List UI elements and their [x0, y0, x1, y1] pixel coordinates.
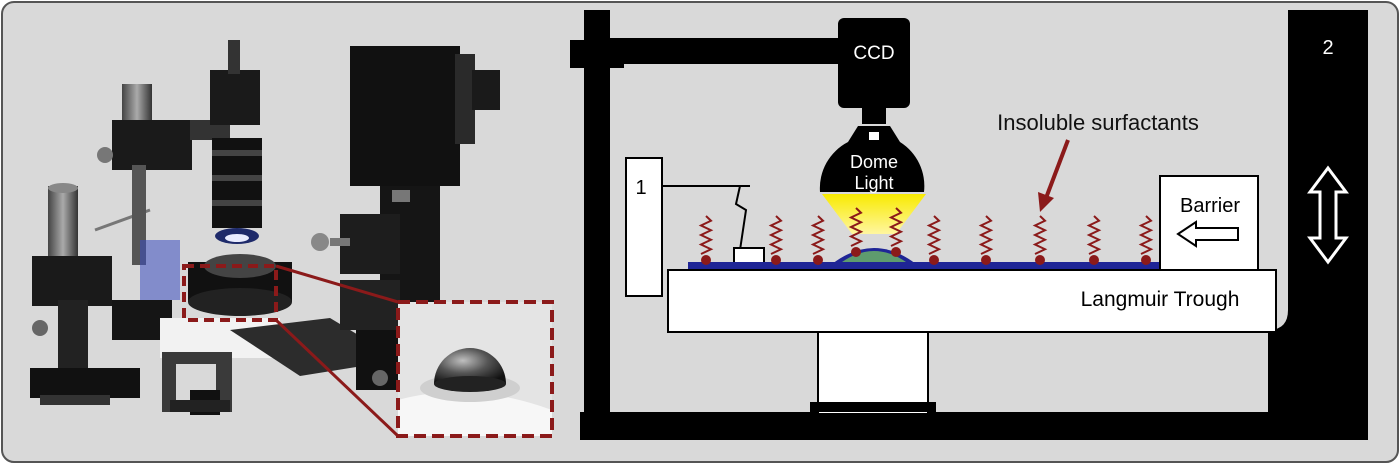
surfactant-head	[1035, 255, 1045, 265]
surfactants-arrowhead	[1038, 192, 1054, 212]
photo-highlight-box	[182, 264, 278, 322]
photo-center-stand	[97, 40, 262, 265]
surfactant-head	[1089, 255, 1099, 265]
light-cone	[822, 194, 926, 234]
dome-light	[819, 126, 925, 192]
left-arrow-icon	[1176, 220, 1239, 248]
surfactant-tail	[926, 215, 942, 255]
photo-stage	[112, 254, 292, 415]
surfactant-head	[851, 247, 861, 257]
surfactant-tail	[888, 207, 904, 247]
surfactant-tail	[848, 207, 864, 247]
subphase-line	[688, 262, 1160, 269]
frame-base	[580, 412, 1368, 440]
surfactants-label: Insoluble surfactants	[997, 110, 1199, 135]
ccd-camera	[838, 18, 910, 108]
surfactant-head	[891, 247, 901, 257]
surfactant-tail	[768, 215, 784, 255]
surfactant-tail	[810, 215, 826, 255]
surfactant-tail	[698, 215, 714, 255]
frame-top-arm	[584, 38, 854, 64]
surfactant-tail	[978, 215, 994, 255]
surfactant-head	[771, 255, 781, 265]
surfactants-arrow	[1044, 139, 1070, 199]
surfactant-head	[701, 255, 711, 265]
photo-inset	[396, 300, 554, 438]
wilhelmy-plate-icon	[734, 185, 748, 251]
surfactant-head	[929, 255, 939, 265]
inset-connector-bottom	[274, 318, 400, 438]
photo-left-microscope	[30, 183, 151, 405]
surfactant-tail	[1032, 215, 1048, 255]
frame-left-post	[584, 10, 610, 440]
barrier-label: Barrier	[1180, 195, 1240, 217]
langmuir-trough	[667, 269, 1277, 333]
ccd-label: CCD	[853, 43, 894, 64]
dome-label-line1: Dome	[850, 152, 898, 172]
surfactant-head	[981, 255, 991, 265]
photo-right-column	[311, 46, 500, 390]
schematic: CCD Dome Light Insoluble surfactants 1 L…	[570, 8, 1368, 440]
surfactant-tail	[1138, 215, 1154, 255]
surfactant-molecules	[698, 207, 1154, 265]
up-down-arrow-icon	[1307, 165, 1349, 265]
marker-2-label: 2	[1322, 37, 1333, 59]
dome-label-line2: Light	[854, 173, 893, 193]
marker-1-label: 1	[635, 177, 646, 199]
barrier-box	[1159, 175, 1259, 271]
apparatus-photo	[30, 40, 554, 438]
trough-pedestal	[817, 331, 929, 415]
surfactant-head	[813, 255, 823, 265]
marker-1-box	[625, 157, 663, 297]
wilhelmy-plate	[733, 247, 765, 265]
surfactant-tail	[1086, 215, 1102, 255]
camera-lens	[862, 106, 886, 124]
photo-blue-glow	[140, 240, 180, 300]
surfactant-head	[1141, 255, 1151, 265]
dome-aperture	[869, 132, 879, 140]
trough-label: Langmuir Trough	[1081, 288, 1240, 311]
inset-connector-top	[275, 264, 399, 304]
